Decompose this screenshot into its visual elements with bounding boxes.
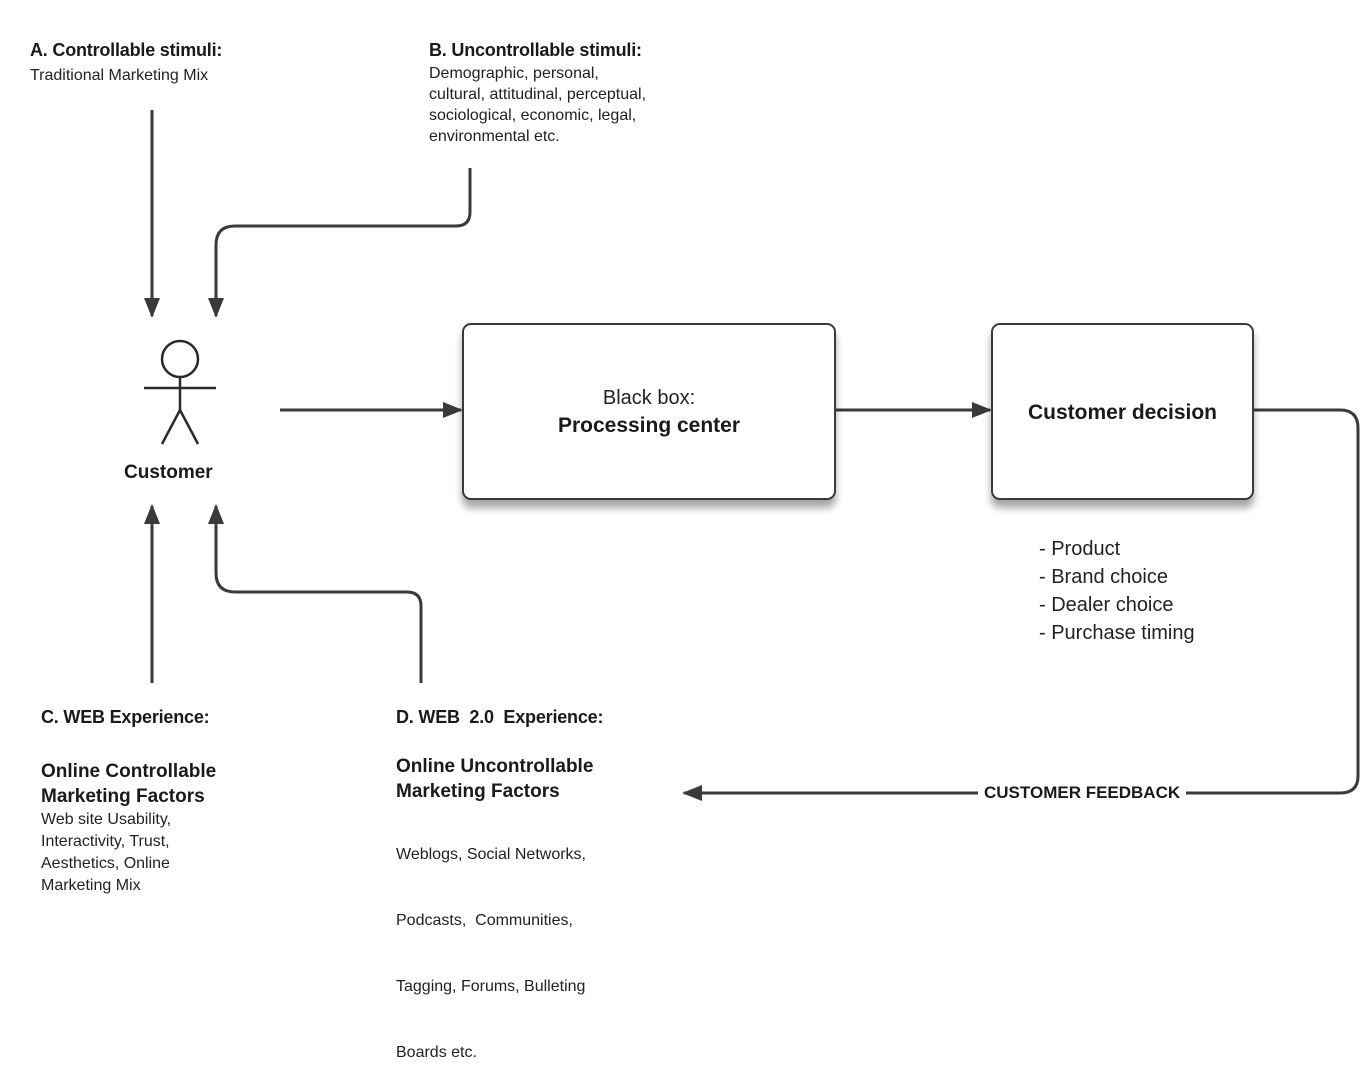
black-box-processing-center: Black box: Processing center: [462, 323, 836, 500]
web-d-line: Weblogs, Social Networks,: [396, 846, 586, 863]
customer-label: Customer: [124, 462, 213, 483]
web-d-subtitle-line: Marketing Factors: [396, 781, 560, 802]
web-c-subtitle: Online Controllable Marketing Factors: [41, 759, 216, 809]
web-d-text: Weblogs, Social Networks, Podcasts, Comm…: [396, 800, 586, 1086]
black-box-line1: Black box:: [602, 387, 696, 409]
stimuli-b-line: sociological, economic, legal,: [429, 107, 637, 124]
web-d-subtitle-line: Online Uncontrollable: [396, 756, 594, 777]
stimuli-b-text: Demographic, personal, cultural, attitud…: [429, 63, 646, 147]
web-c-line: Aesthetics, Online: [41, 855, 170, 872]
web-d-line: Podcasts, Communities,: [396, 912, 573, 929]
web-d-line: Tagging, Forums, Bulleting: [396, 978, 586, 995]
decision-list: - Product - Brand choice - Dealer choice…: [1039, 535, 1195, 647]
stimuli-b-title: B. Uncontrollable stimuli:: [429, 40, 642, 60]
decision-item: - Brand choice: [1039, 566, 1168, 588]
web-c-line: Web site Usability,: [41, 811, 172, 828]
decision-item: - Dealer choice: [1039, 594, 1174, 616]
arrow-d-to-customer: [208, 504, 423, 683]
stick-figure-icon: [144, 339, 216, 445]
arrow-b-to-customer: [208, 168, 472, 318]
stimuli-a-text: Traditional Marketing Mix: [30, 67, 209, 84]
web-d-title: D. WEB 2.0 Experience:: [396, 707, 604, 727]
customer-decision-title: Customer decision: [1027, 401, 1218, 424]
decision-item: - Product: [1039, 538, 1121, 560]
stimuli-b-line: environmental etc.: [429, 128, 560, 145]
feedback-loop-line: [682, 408, 1360, 801]
web-d-line: Boards etc.: [396, 1044, 477, 1061]
stimuli-b-line: cultural, attitudinal, perceptual,: [429, 86, 647, 103]
web-c-line: Interactivity, Trust,: [41, 833, 170, 850]
web-d-subtitle: Online Uncontrollable Marketing Factors: [396, 754, 593, 804]
stimuli-a-title: A. Controllable stimuli:: [30, 40, 223, 60]
decision-item: - Purchase timing: [1039, 622, 1195, 644]
customer-decision-box: Customer decision: [991, 323, 1254, 500]
web-c-subtitle-line: Marketing Factors: [41, 786, 205, 807]
web-c-subtitle-line: Online Controllable: [41, 761, 217, 782]
web-c-title: C. WEB Experience:: [41, 707, 210, 727]
customer-feedback-label: CUSTOMER FEEDBACK: [978, 783, 1187, 803]
black-box-line2: Processing center: [557, 414, 741, 437]
connector-lines: [144, 110, 1360, 801]
web-c-line: Marketing Mix: [41, 877, 141, 894]
stimuli-b-line: Demographic, personal,: [429, 65, 599, 82]
web-c-text: Web site Usability, Interactivity, Trust…: [41, 809, 171, 897]
